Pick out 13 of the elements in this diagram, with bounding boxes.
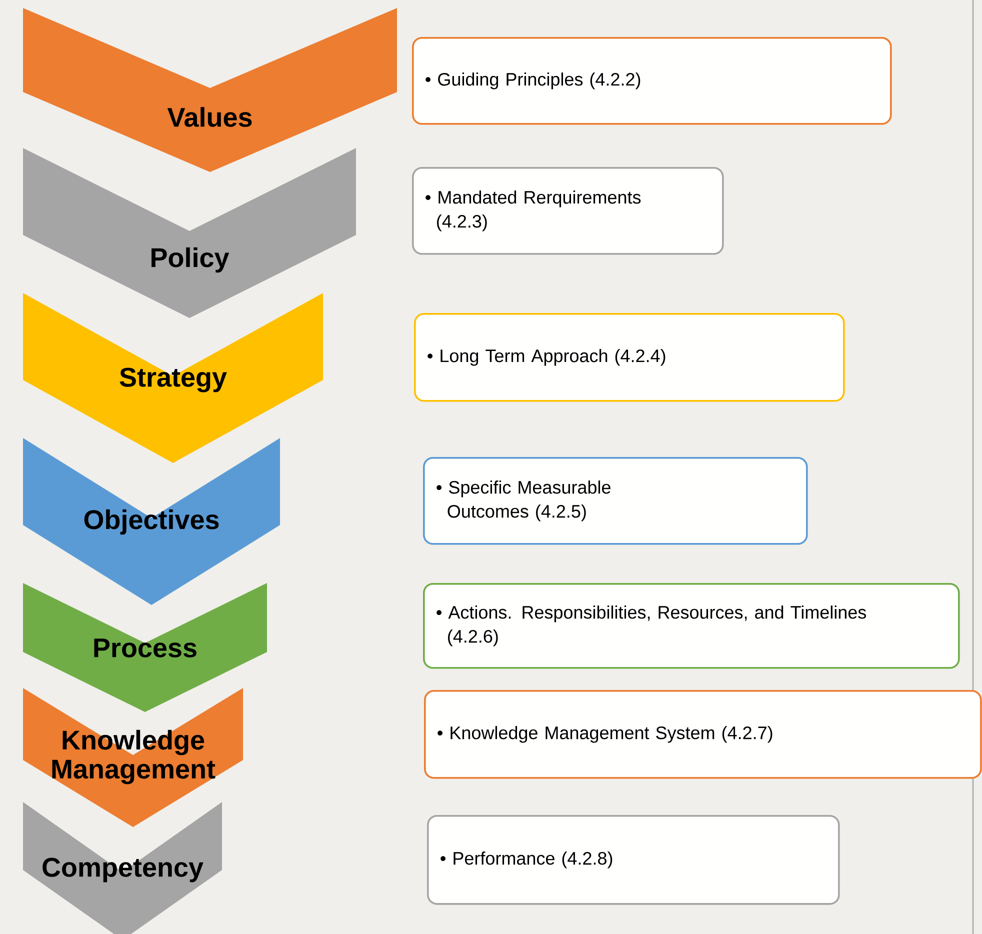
text-box: • Performance (4.2.8) [427,815,840,905]
step-band: Values [23,8,397,172]
step-band: Strategy [23,293,323,463]
text-box: • Long Term Approach (4.2.4) [414,313,845,402]
step-band: Objectives [23,438,280,605]
text-box: • Knowledge Management System (4.2.7) [424,690,982,779]
text-box: • Actions. Responsibilities, Resources, and Timelines (4.2.6) [423,583,960,669]
text-box: • Guiding Principles (4.2.2) [412,37,892,125]
text-box: • Specific Measurable Outcomes (4.2.5) [423,457,808,545]
step-band: Policy [23,148,356,318]
step-band: Process [23,583,267,712]
text-box: • Mandated Rerquirements (4.2.3) [412,167,724,255]
step-band: Competency [23,802,222,934]
